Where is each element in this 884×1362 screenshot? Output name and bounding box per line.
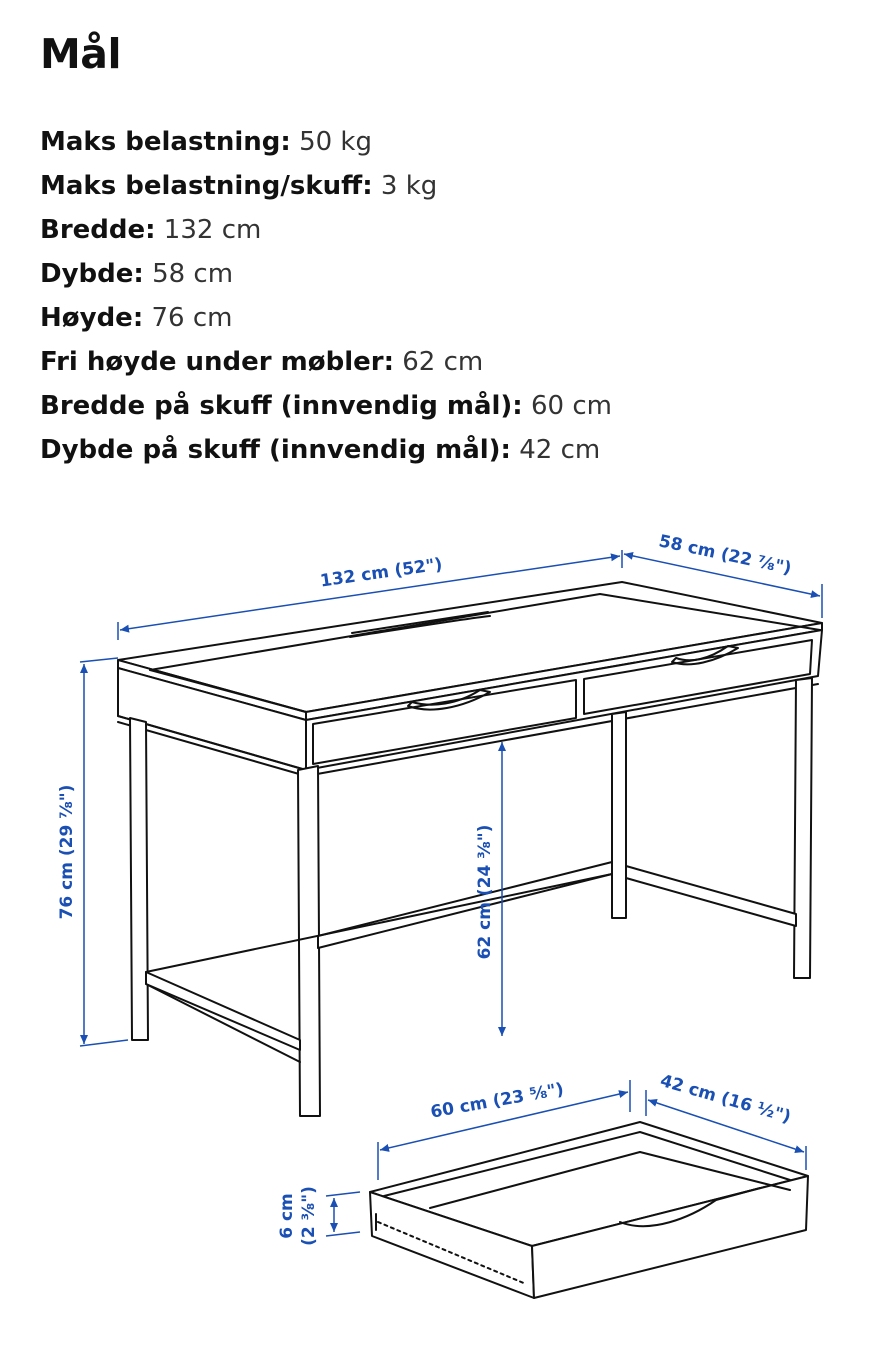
spec-label: Høyde: — [40, 303, 144, 333]
spec-max-load: Maks belastning: 50 kg — [40, 120, 612, 164]
spec-value: 62 cm — [402, 347, 484, 377]
spec-label: Fri høyde under møbler: — [40, 347, 394, 377]
spec-label: Dybde på skuff (innvendig mål): — [40, 435, 511, 465]
spec-label: Bredde: — [40, 215, 156, 245]
drawer-height-dimension-label-inch: (2 ⅜") — [299, 1186, 319, 1246]
drawer-height-dimension-label: 6 cm — [277, 1193, 297, 1239]
spec-drawer-width: Bredde på skuff (innvendig mål): 60 cm — [40, 384, 612, 428]
drawer-depth-dimension-label: 42 cm (16 ½") — [658, 1071, 793, 1127]
drawer-width-dimension-label: 60 cm (23 ⅝") — [429, 1080, 565, 1123]
spec-value: 60 cm — [530, 391, 612, 421]
spec-drawer-depth: Dybde på skuff (innvendig mål): 42 cm — [40, 428, 612, 472]
spec-free-height: Fri høyde under møbler: 62 cm — [40, 340, 612, 384]
page-title: Mål — [40, 30, 122, 78]
spec-value: 76 cm — [151, 303, 233, 333]
spec-value: 42 cm — [519, 435, 601, 465]
spec-depth: Dybde: 58 cm — [40, 252, 612, 296]
desk-drawing — [117, 581, 823, 1117]
dimension-lines — [79, 550, 823, 1237]
spec-value: 3 kg — [380, 171, 438, 201]
spec-width: Bredde: 132 cm — [40, 208, 612, 252]
drawer-drawing — [369, 1121, 809, 1299]
width-dimension-label: 132 cm (52") — [319, 555, 444, 592]
depth-dimension-label: 58 cm (22 ⅞") — [657, 531, 793, 579]
spec-label: Dybde: — [40, 259, 144, 289]
spec-max-load-drawer: Maks belastning/skuff: 3 kg — [40, 164, 612, 208]
spec-label: Maks belastning: — [40, 127, 291, 157]
spec-value: 50 kg — [299, 127, 372, 157]
spec-value: 132 cm — [163, 215, 262, 245]
clearance-dimension-label: 62 cm (24 ⅜") — [475, 825, 495, 960]
spec-label: Bredde på skuff (innvendig mål): — [40, 391, 523, 421]
dimension-diagram: 132 cm (52") 58 cm (22 ⅞") 76 cm (29 ⅞")… — [57, 531, 823, 1299]
spec-list: Maks belastning: 50 kg Maks belastning/s… — [40, 120, 612, 472]
spec-label: Maks belastning/skuff: — [40, 171, 373, 201]
height-dimension-label: 76 cm (29 ⅞") — [57, 785, 77, 920]
spec-value: 58 cm — [152, 259, 234, 289]
spec-height: Høyde: 76 cm — [40, 296, 612, 340]
